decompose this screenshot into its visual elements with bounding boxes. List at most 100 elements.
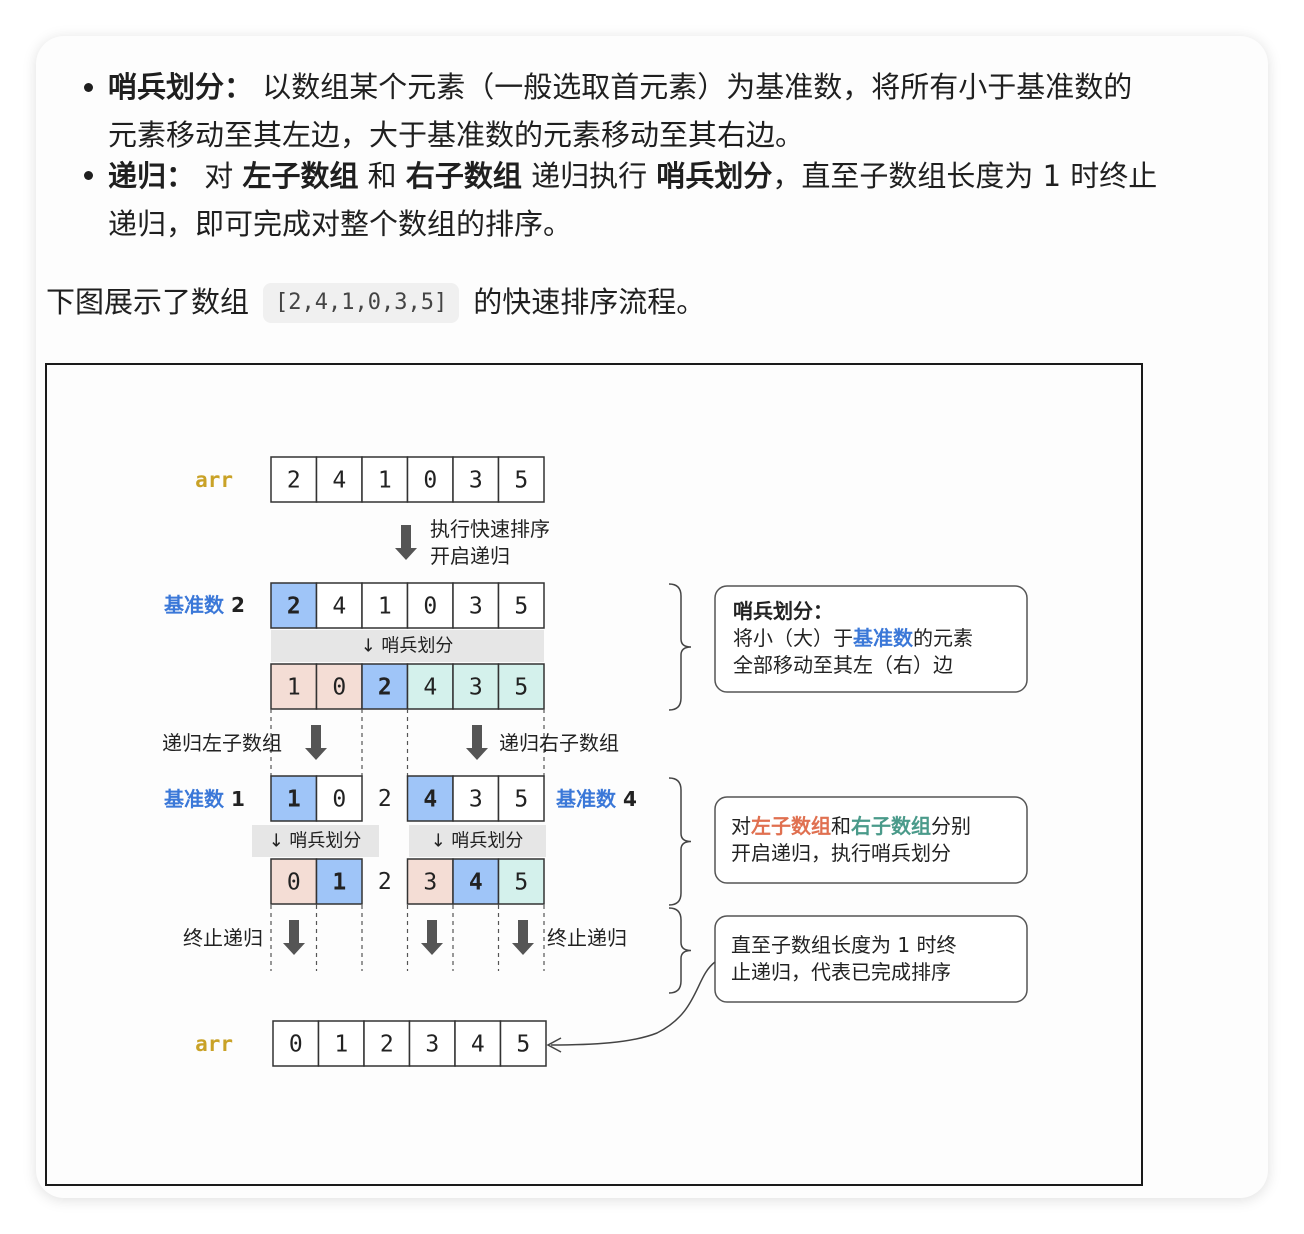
partition-label: ↓ 哨兵划分 (269, 831, 362, 852)
output-array-cell (363, 1020, 411, 1067)
output-array-cell (272, 1020, 320, 1067)
level1-partitioned-value: 1 (287, 675, 301, 701)
arr-label: arr (195, 468, 233, 492)
level2-array-value: 5 (514, 787, 528, 813)
level1-array-value: 1 (378, 594, 392, 620)
note-line: 止递归，代表已完成排序 (731, 960, 951, 984)
bullet-dot (84, 83, 93, 92)
bullet-bold: 左子数组 (242, 159, 359, 193)
bullet-line: 递归： 对 左子数组 和 右子数组 递归执行 哨兵划分，直至子数组长度为 1 时… (108, 156, 1157, 196)
level1-partitioned-value: 3 (469, 675, 483, 701)
level2-partitioned-value: 1 (332, 870, 346, 896)
pivot-label-part: 2 (224, 593, 245, 617)
bullet-dot (84, 171, 93, 180)
input-array-value: 4 (332, 468, 346, 494)
level1-partitioned-cell (315, 663, 363, 710)
standalone-value: 2 (378, 786, 392, 812)
bullet-line: 递归，即可完成对整个数组的排序。 (108, 207, 573, 241)
pivot-label: 基准数 2 (164, 593, 245, 617)
input-array-value: 5 (514, 468, 528, 494)
level2-array-value: 1 (287, 787, 301, 813)
bullet-bold: 哨兵划分 (656, 159, 773, 193)
partition-bar (252, 825, 379, 857)
level2-partitioned-cell (315, 858, 363, 905)
level1-partitioned-value: 0 (332, 675, 346, 701)
note-line: 直至子数组长度为 1 时终 (731, 933, 956, 957)
step-label: 执行快速排序 (430, 517, 550, 541)
level1-partitioned-value: 5 (514, 675, 528, 701)
arrowhead-icon (546, 1037, 562, 1053)
output-array-value: 3 (425, 1032, 439, 1058)
pivot-label-left-part: 1 (224, 787, 245, 811)
note-line-part: 分别 (931, 814, 971, 838)
output-array-value: 5 (516, 1032, 530, 1058)
paragraph-text: 的快速排序流程。 (473, 285, 706, 319)
level2-array-cell (452, 775, 500, 822)
note-line-part: 右子数组 (851, 814, 931, 838)
bullet-text: 以数组某个元素（一般选取首元素）为基准数，将所有小于基准数的 (253, 70, 1133, 104)
partition-bar (271, 630, 544, 662)
level1-partitioned-value: 4 (423, 675, 437, 701)
partition-bar (409, 825, 546, 857)
note-box (714, 796, 1028, 884)
level1-partitioned-cell (361, 663, 409, 710)
input-array-cell (315, 456, 363, 503)
note-line-part: 的元素 (913, 626, 973, 650)
pivot-label-left-part: 基准数 (164, 787, 225, 811)
pivot-label-right-part: 基准数 (556, 787, 617, 811)
partition-label: ↓ 哨兵划分 (361, 636, 454, 657)
inline-code: [2,4,1,0,3,5] (263, 283, 460, 323)
note-line-part: 基准数 (853, 626, 914, 650)
pivot-label-part: 基准数 (164, 593, 225, 617)
input-array-cell (361, 456, 409, 503)
bullet-text: ，直至子数组长度为 1 时终止 (772, 159, 1158, 193)
level1-partitioned-cell (406, 663, 454, 710)
level2-partitioned-cell (406, 858, 454, 905)
level1-array-cell (315, 582, 363, 629)
output-array-cell (408, 1020, 456, 1067)
level2-array-cell (497, 775, 545, 822)
pivot-label-left: 基准数 1 (164, 787, 245, 811)
recurse-left-label: 递归左子数组 (162, 731, 282, 755)
brace (668, 583, 692, 711)
level1-array-cell (497, 582, 545, 629)
bullet-term: 哨兵划分： (108, 70, 254, 104)
output-array-value: 0 (289, 1032, 303, 1058)
note-line-part: 对 (731, 814, 751, 838)
step-label: 开启递归 (430, 544, 510, 568)
output-array-value: 1 (334, 1032, 348, 1058)
bullet-line: 元素移动至其左边，大于基准数的元素移动至其右边。 (108, 118, 805, 152)
note-line: 将小（大）于基准数的元素 (733, 626, 973, 650)
level2-array-cell (315, 775, 363, 822)
down-arrow-icon (395, 525, 417, 560)
level1-array-cell (270, 582, 318, 629)
paragraph-text: 下图展示了数组 (46, 285, 250, 319)
down-arrow-icon (305, 725, 327, 760)
level2-partitioned-value: 5 (514, 870, 528, 896)
intro-paragraph: 下图展示了数组 [2,4,1,0,3,5] 的快速排序流程。 (46, 282, 705, 323)
level2-partitioned-value: 0 (287, 870, 301, 896)
level2-partitioned-cell (452, 858, 500, 905)
level2-array-value: 4 (423, 787, 437, 813)
output-array-cell (499, 1020, 547, 1067)
level2-partitioned-value: 3 (423, 870, 437, 896)
level1-array-value: 3 (469, 594, 483, 620)
level1-partitioned-value: 2 (378, 675, 392, 701)
input-array-cell (270, 456, 318, 503)
output-array-cell (454, 1020, 502, 1067)
terminate-label: 终止递归 (547, 926, 627, 950)
level1-array-value: 5 (514, 594, 528, 620)
level1-partitioned-cell (452, 663, 500, 710)
bullet-line: 哨兵划分： 以数组某个元素（一般选取首元素）为基准数，将所有小于基准数的 (108, 67, 1132, 107)
brace (668, 777, 692, 906)
bullet-text: 和 (358, 159, 406, 193)
terminate-label: 终止递归 (183, 926, 263, 950)
bullet-bold: 右子数组 (405, 159, 522, 193)
note-box (714, 915, 1028, 1003)
arr-label: arr (195, 1032, 233, 1056)
output-array-value: 4 (471, 1032, 485, 1058)
note-line-part: 和 (831, 814, 851, 838)
content-card: 哨兵划分： 以数组某个元素（一般选取首元素）为基准数，将所有小于基准数的 元素移… (36, 36, 1268, 1198)
